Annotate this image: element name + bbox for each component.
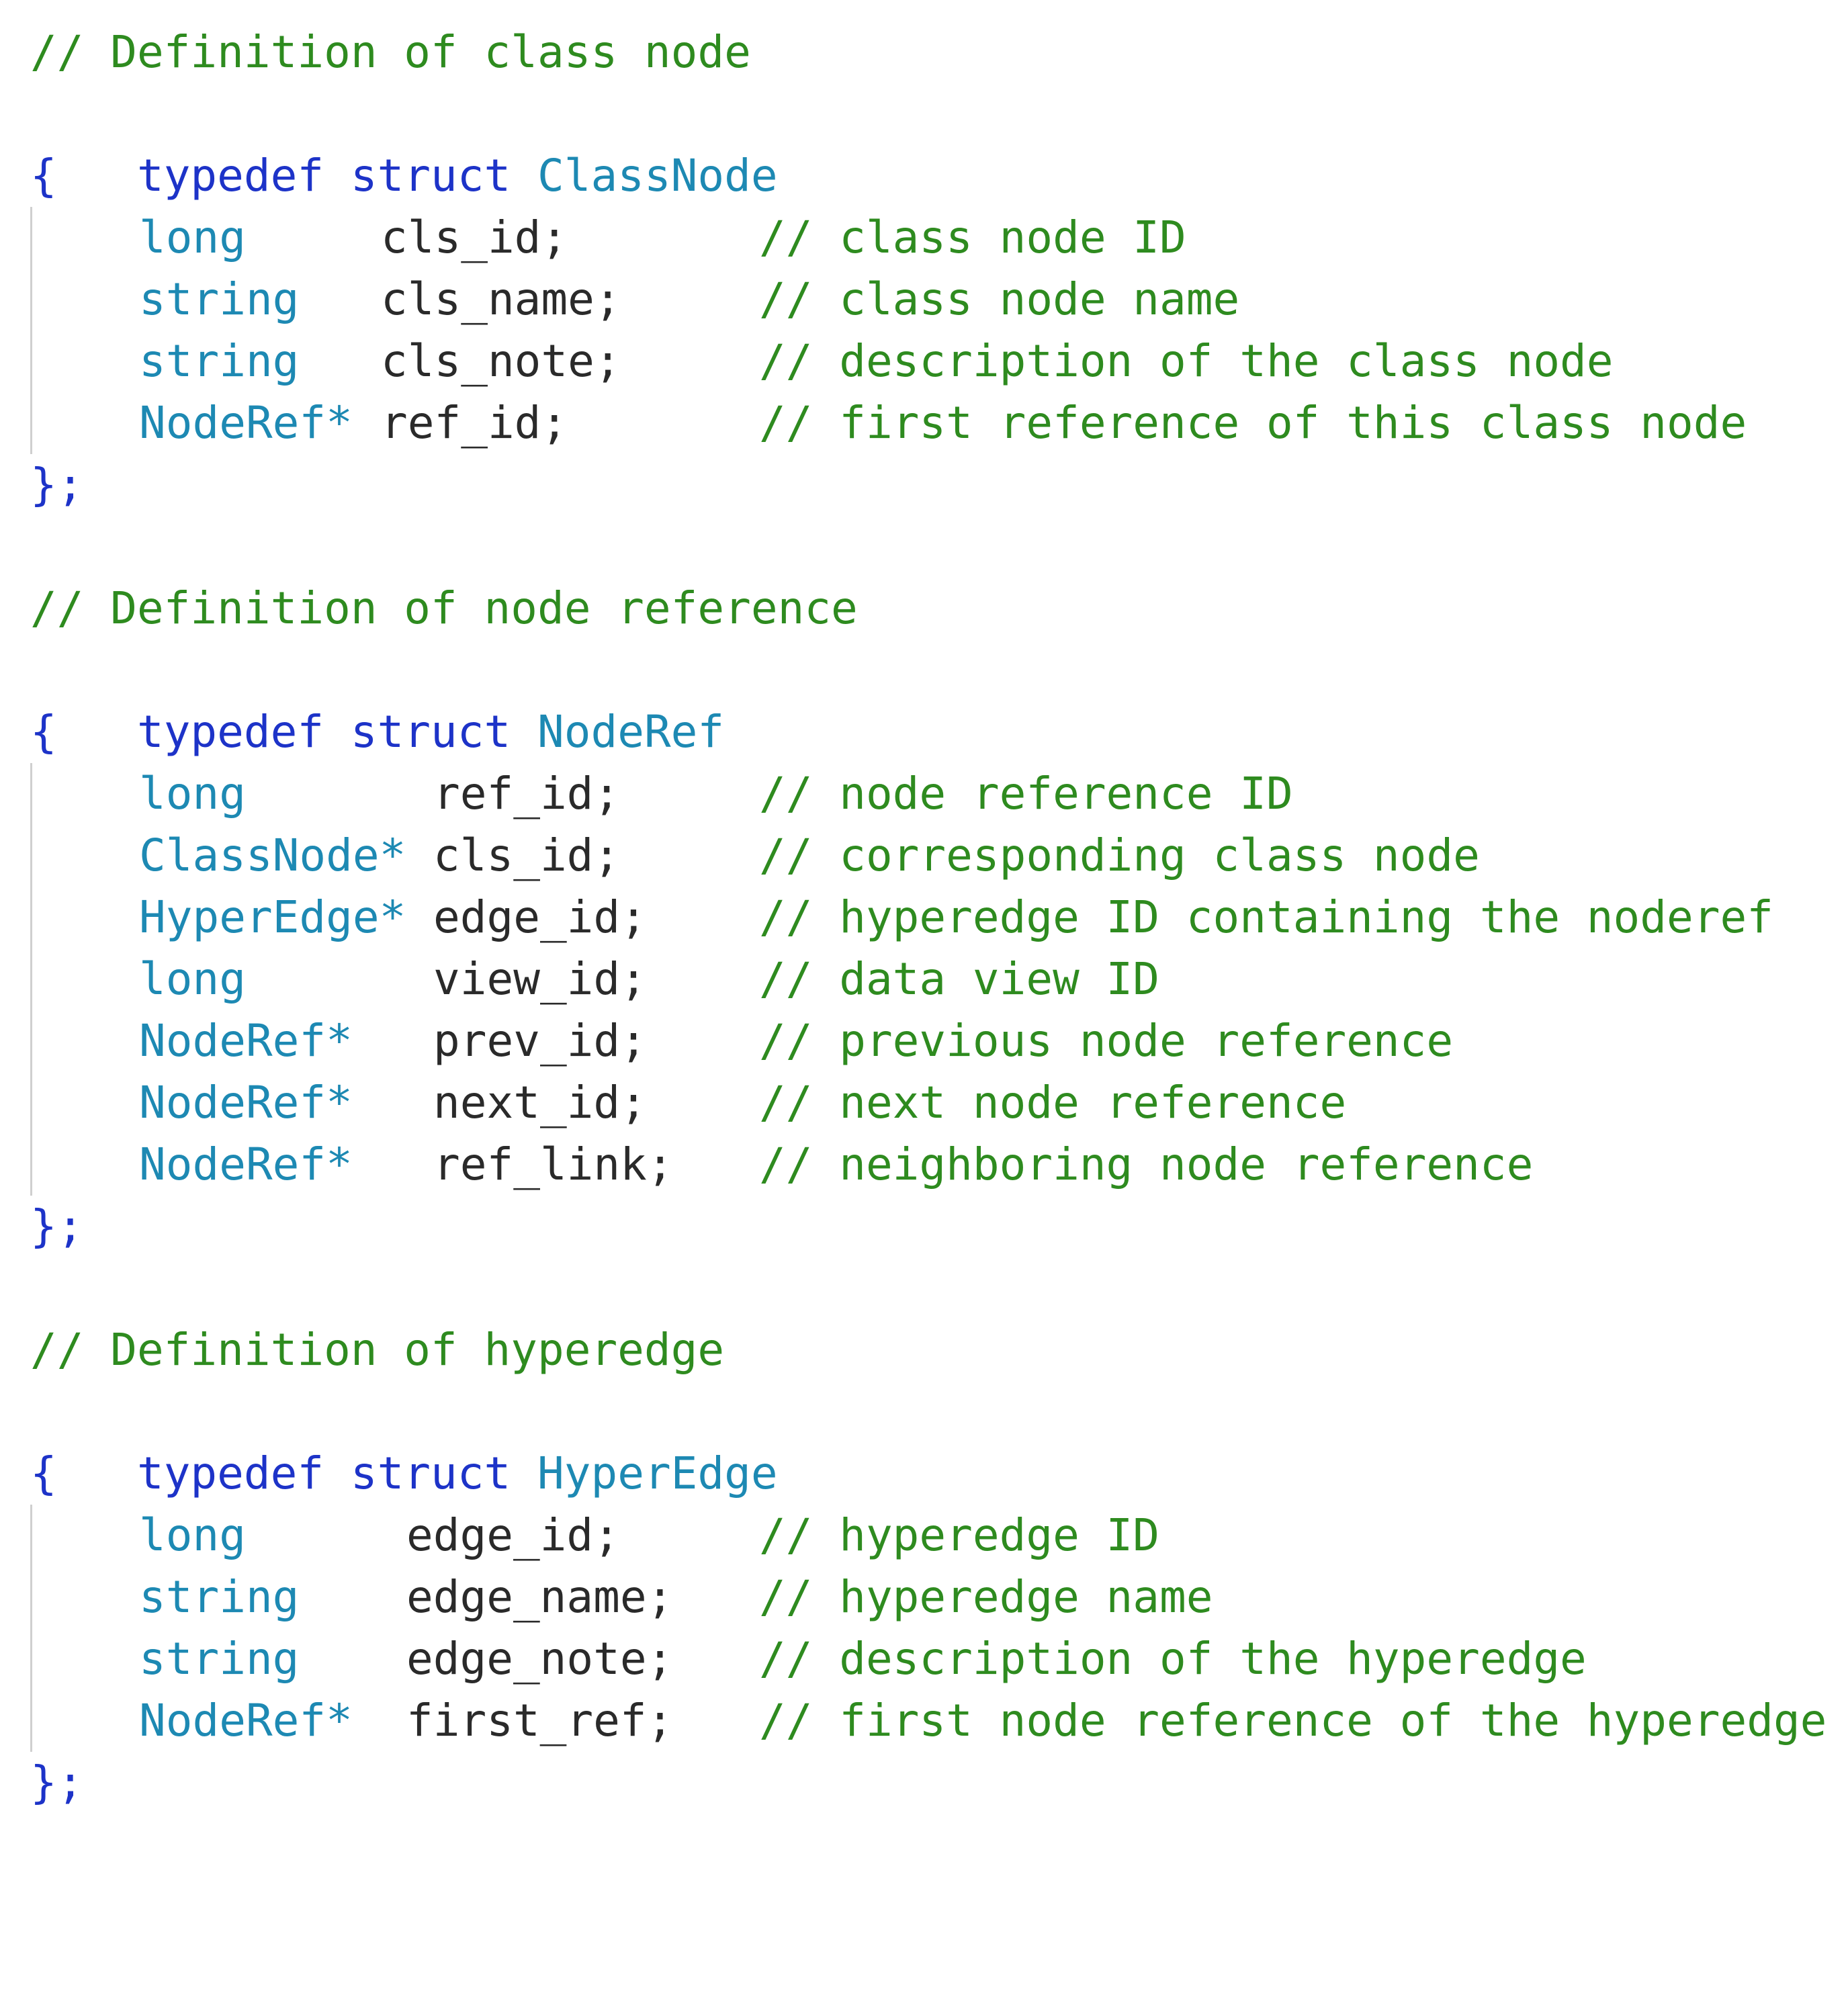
field-name: ref_link;: [433, 1139, 674, 1190]
field-line: NodeRef* prev_id; // previous node refer…: [30, 1010, 1837, 1072]
field-line: string edge_note; // description of the …: [30, 1628, 1837, 1690]
field-line: NodeRef* next_id; // next node reference: [30, 1072, 1837, 1134]
field-line: string edge_name; // hyperedge name: [30, 1566, 1837, 1628]
field-name: cls_id;: [381, 212, 568, 263]
field-comment: // data view ID: [759, 953, 1160, 1005]
field-comment: // hyperedge name: [759, 1571, 1213, 1623]
open-brace: {: [30, 706, 57, 758]
field-name: cls_id;: [433, 830, 621, 881]
field-type: long: [139, 953, 246, 1005]
field-line: NodeRef* ref_id; // first reference of t…: [30, 392, 1837, 454]
code-editor: // Definition of class node typedef stru…: [30, 21, 1837, 1808]
comment-line: // Definition of hyperedge: [30, 1324, 725, 1376]
field-comment: // corresponding class node: [759, 830, 1480, 881]
field-comment: // description of the hyperedge: [759, 1633, 1587, 1685]
field-type: ClassNode*: [139, 830, 406, 881]
field-type: string: [139, 335, 300, 387]
close-brace: };: [30, 1757, 84, 1808]
field-type: NodeRef*: [139, 397, 353, 449]
field-name: cls_name;: [381, 273, 621, 325]
field-comment: // description of the class node: [759, 335, 1614, 387]
indent-guide: [30, 763, 32, 1196]
field-name: first_ref;: [406, 1695, 674, 1746]
field-name: cls_note;: [381, 335, 621, 387]
field-name: view_id;: [433, 953, 647, 1005]
field-comment: // next node reference: [759, 1077, 1347, 1128]
keyword: typedef struct: [136, 1448, 511, 1499]
open-brace: {: [30, 150, 57, 202]
field-type: string: [139, 1571, 300, 1623]
field-name: next_id;: [433, 1077, 647, 1128]
field-name: prev_id;: [433, 1015, 647, 1067]
struct-declaration: typedef struct NodeRef: [30, 639, 724, 758]
field-type: NodeRef*: [139, 1695, 353, 1746]
field-comment: // neighboring node reference: [759, 1139, 1534, 1190]
field-type: NodeRef*: [139, 1015, 353, 1067]
close-brace: };: [30, 459, 84, 510]
field-name: edge_id;: [406, 1509, 620, 1561]
field-line: NodeRef* ref_link; // neighboring node r…: [30, 1134, 1837, 1196]
comment-line: // Definition of node reference: [30, 582, 858, 634]
field-name: ref_id;: [381, 397, 568, 449]
field-type: string: [139, 273, 300, 325]
indent-guide: [30, 1505, 32, 1752]
field-name: ref_id;: [433, 768, 621, 819]
field-comment: // first reference of this class node: [759, 397, 1747, 449]
field-line: HyperEdge* edge_id; // hyperedge ID cont…: [30, 887, 1837, 948]
struct-name: ClassNode: [537, 150, 778, 202]
field-type: NodeRef*: [139, 1077, 353, 1128]
comment-line: // Definition of class node: [30, 26, 751, 78]
field-comment: // hyperedge ID containing the noderef: [759, 891, 1773, 943]
field-comment: // node reference ID: [759, 768, 1293, 819]
field-type: NodeRef*: [139, 1139, 353, 1190]
field-comment: // first node reference of the hyperedge: [759, 1695, 1827, 1746]
field-type: long: [139, 212, 246, 263]
struct-name: NodeRef: [537, 706, 725, 758]
field-name: edge_id;: [433, 891, 647, 943]
struct-declaration: typedef struct ClassNode: [30, 83, 778, 202]
close-brace: };: [30, 1200, 84, 1252]
field-line: long view_id; // data view ID: [30, 948, 1837, 1010]
field-comment: // hyperedge ID: [759, 1509, 1160, 1561]
field-line: string cls_note; // description of the c…: [30, 330, 1837, 392]
field-type: long: [139, 768, 246, 819]
struct-name: HyperEdge: [537, 1448, 778, 1499]
field-name: edge_name;: [406, 1571, 674, 1623]
field-type: long: [139, 1509, 246, 1561]
field-type: HyperEdge*: [139, 891, 406, 943]
keyword: typedef struct: [136, 150, 511, 202]
field-comment: // previous node reference: [759, 1015, 1454, 1067]
field-line: long cls_id; // class node ID: [30, 207, 1837, 269]
struct-declaration: typedef struct HyperEdge: [30, 1381, 778, 1499]
field-name: edge_note;: [406, 1633, 674, 1685]
field-type: string: [139, 1633, 300, 1685]
field-line: long edge_id; // hyperedge ID: [30, 1505, 1837, 1566]
field-comment: // class node ID: [759, 212, 1186, 263]
keyword: typedef struct: [136, 706, 511, 758]
field-line: NodeRef* first_ref; // first node refere…: [30, 1690, 1837, 1752]
field-comment: // class node name: [759, 273, 1240, 325]
indent-guide: [30, 207, 32, 454]
field-line: ClassNode* cls_id; // corresponding clas…: [30, 825, 1837, 887]
open-brace: {: [30, 1448, 57, 1499]
field-line: string cls_name; // class node name: [30, 269, 1837, 330]
field-line: long ref_id; // node reference ID: [30, 763, 1837, 825]
